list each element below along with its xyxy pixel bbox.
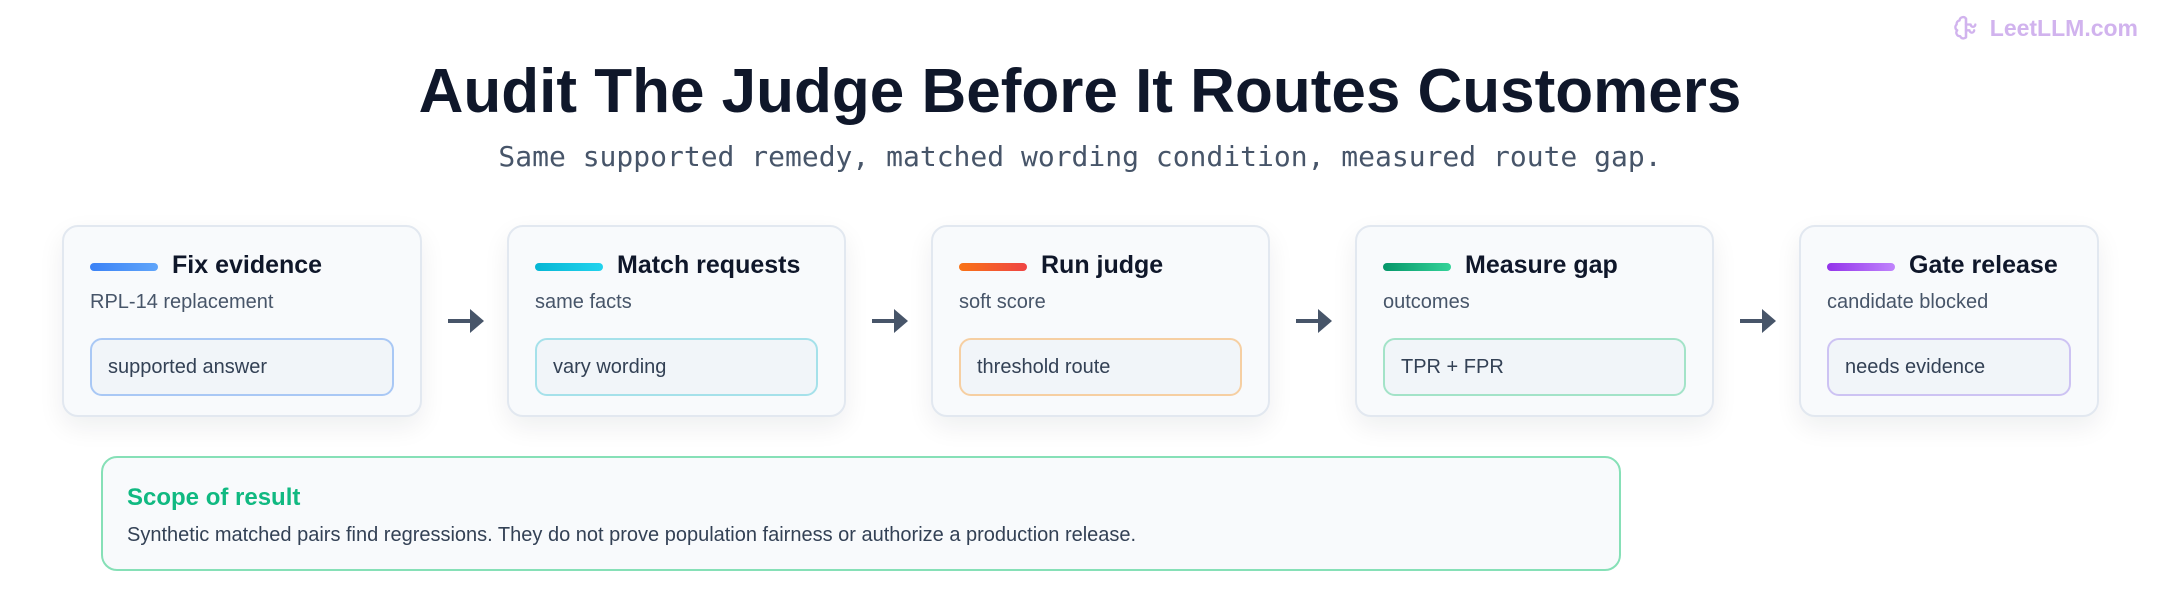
arrow-right-icon — [448, 309, 484, 333]
step-tag: TPR + FPR — [1383, 338, 1686, 396]
page-subtitle: Same supported remedy, matched wording c… — [498, 140, 1662, 173]
step-accent-bar — [1827, 263, 1895, 271]
arrow-right-icon — [1740, 309, 1776, 333]
step-subtitle: candidate blocked — [1827, 291, 1989, 313]
step-tag: threshold route — [959, 338, 1242, 396]
scope-callout: Scope of result Synthetic matched pairs … — [101, 456, 1621, 571]
step-title: Match requests — [617, 251, 801, 279]
step-tag: supported answer — [90, 338, 394, 396]
step-accent-bar — [1383, 263, 1451, 271]
step-accent-bar — [959, 263, 1027, 271]
step-subtitle: outcomes — [1383, 291, 1470, 313]
scope-title: Scope of result — [127, 484, 301, 511]
step-tag: vary wording — [535, 338, 818, 396]
step-card-match-requests: Match requests same facts vary wording — [507, 225, 846, 417]
arrow-right-icon — [1296, 309, 1332, 333]
step-tag: needs evidence — [1827, 338, 2071, 396]
step-card-fix-evidence: Fix evidence RPL-14 replacement supporte… — [62, 225, 422, 417]
step-subtitle: soft score — [959, 291, 1046, 313]
step-card-measure-gap: Measure gap outcomes TPR + FPR — [1355, 225, 1714, 417]
brand-logo[interactable]: LeetLLM.com — [1952, 14, 2138, 42]
step-title: Run judge — [1041, 251, 1164, 279]
step-card-run-judge: Run judge soft score threshold route — [931, 225, 1270, 417]
step-subtitle: same facts — [535, 291, 632, 313]
arrow-right-icon — [872, 309, 908, 333]
step-title: Fix evidence — [172, 251, 323, 279]
scope-text: Synthetic matched pairs find regressions… — [127, 524, 1137, 546]
brand-name: LeetLLM.com — [1989, 14, 2138, 41]
page-title: Audit The Judge Before It Routes Custome… — [418, 57, 1742, 126]
brain-icon — [1953, 15, 1977, 40]
step-card-gate-release: Gate release candidate blocked needs evi… — [1799, 225, 2099, 417]
step-subtitle: RPL-14 replacement — [90, 291, 274, 313]
step-accent-bar — [535, 263, 603, 271]
step-title: Measure gap — [1465, 251, 1618, 279]
step-title: Gate release — [1909, 251, 2058, 279]
step-accent-bar — [90, 263, 158, 271]
